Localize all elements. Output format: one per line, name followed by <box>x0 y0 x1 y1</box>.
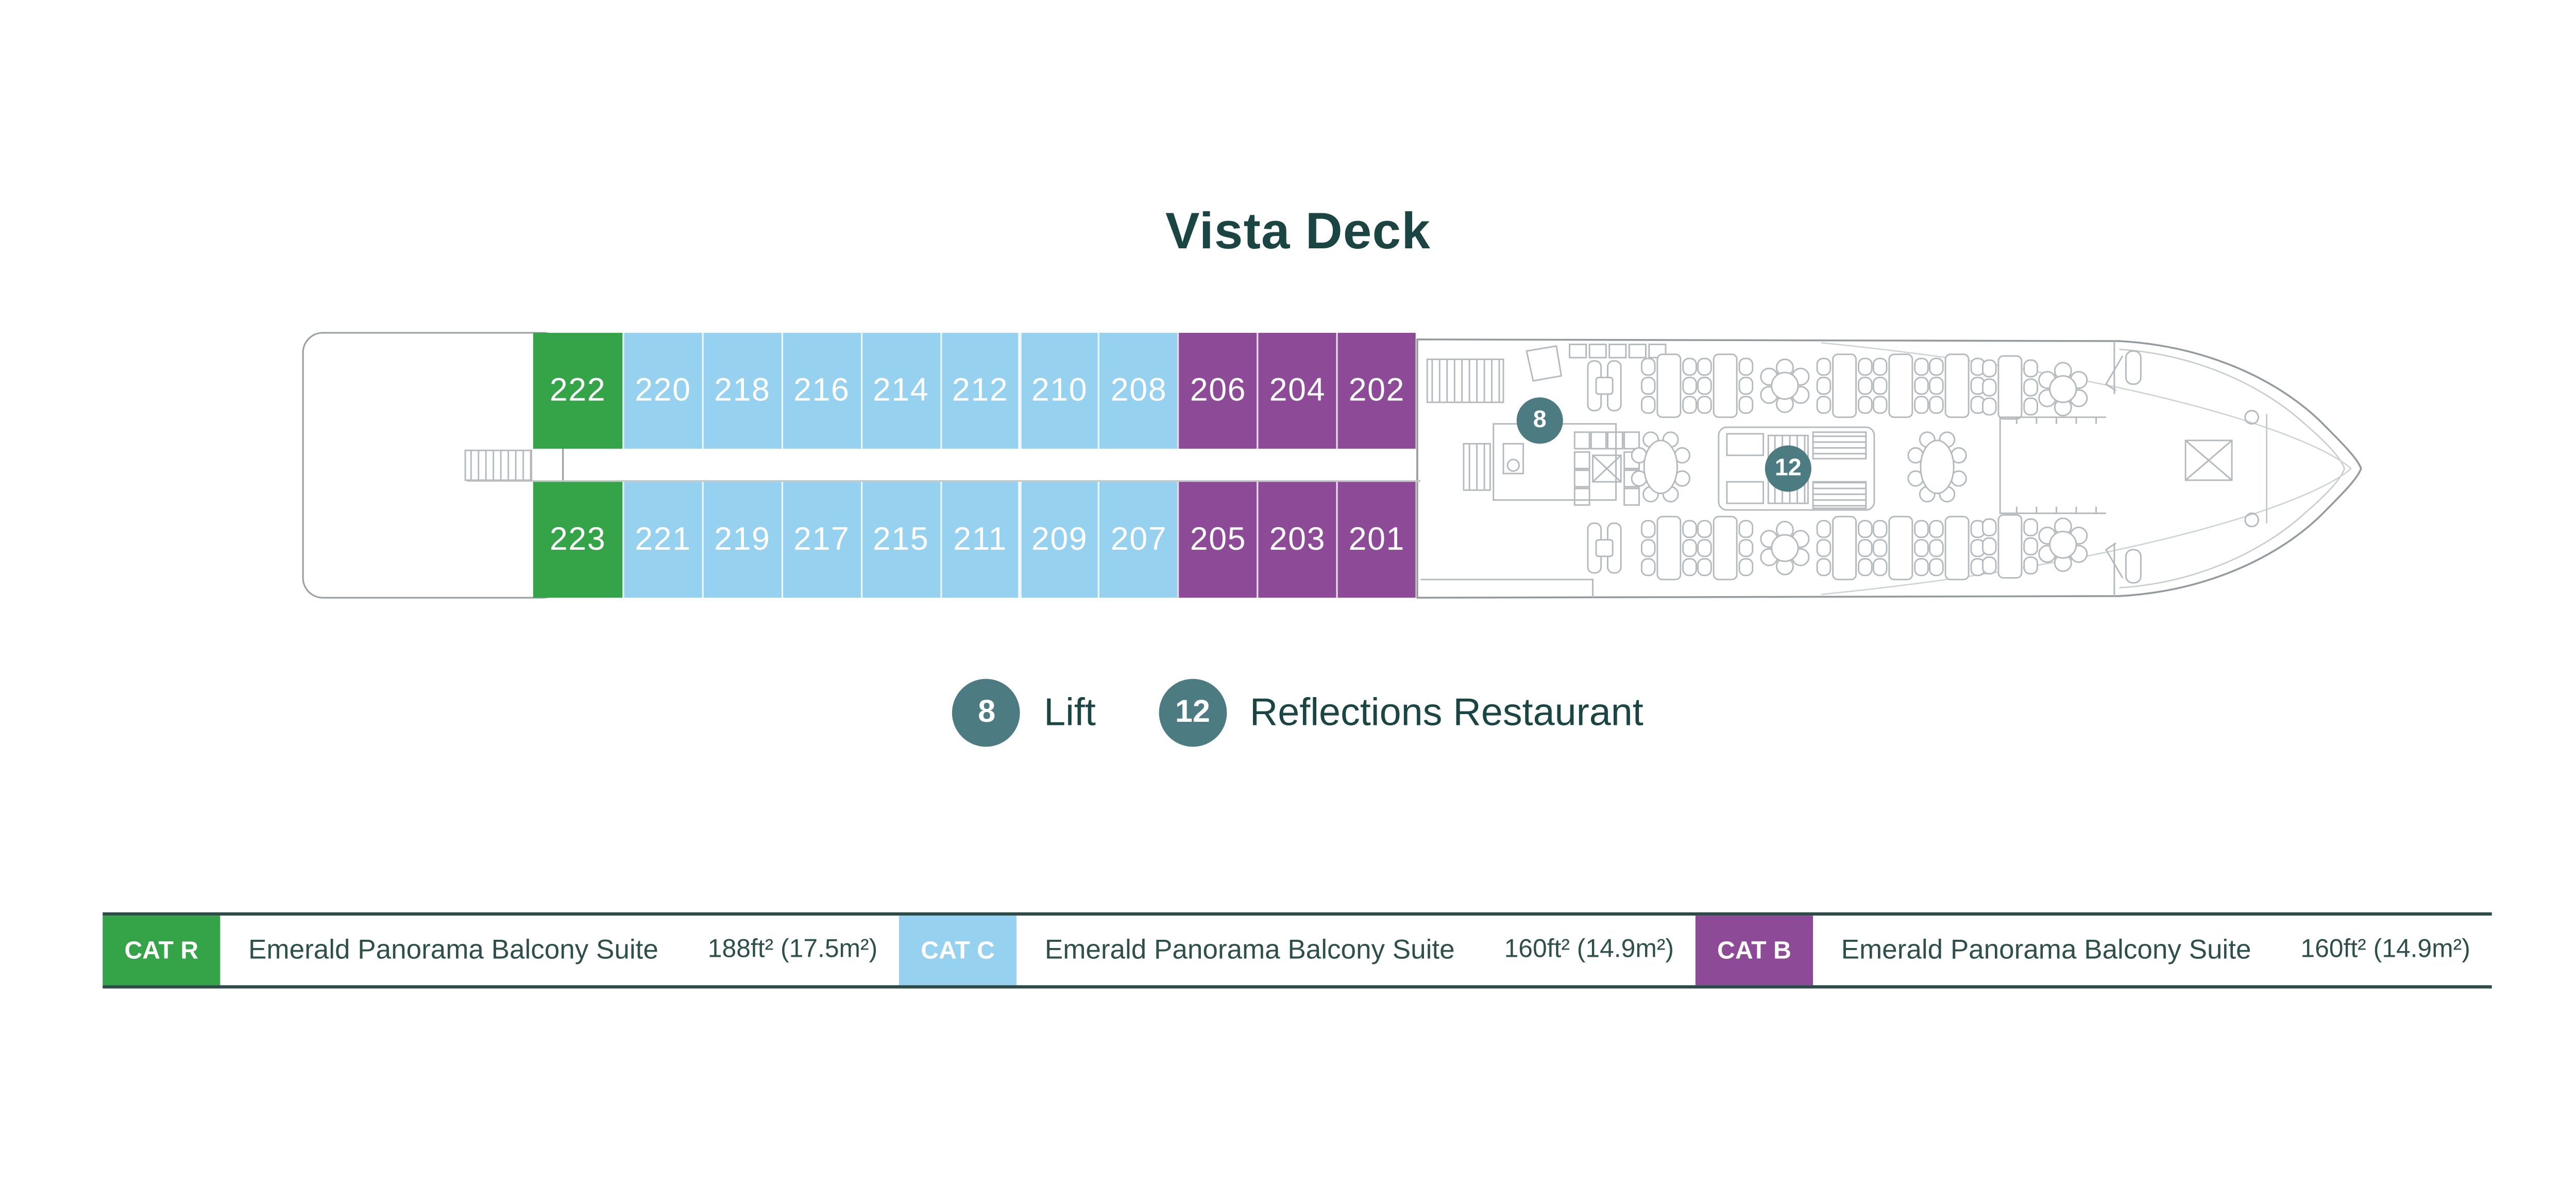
category-table: CAT R Emerald Panorama Balcony Suite 188… <box>103 912 2492 989</box>
cabin-207: 207 <box>1098 482 1178 598</box>
category-row-cat-r: CAT R Emerald Panorama Balcony Suite 188… <box>103 916 900 986</box>
aft-wall <box>1420 579 1594 598</box>
cabin-202: 202 <box>1336 332 1416 449</box>
dining-table-icon <box>1981 355 2038 420</box>
dining-tables-bottom <box>1587 514 2088 581</box>
capstan-icon <box>2244 512 2259 528</box>
dining-table-icon <box>1872 353 1929 418</box>
cabin-203: 203 <box>1257 482 1336 598</box>
legend-item-lift: 8 Lift <box>953 679 1096 747</box>
cabin-221: 221 <box>622 482 702 598</box>
category-name: Emerald Panorama Balcony Suite <box>1841 935 2251 964</box>
deck-marker-12: 12 <box>1765 445 1811 492</box>
restaurant-marker-icon: 12 <box>1158 679 1227 747</box>
cabin-220: 220 <box>622 332 702 449</box>
dining-table-icon <box>1697 516 1754 581</box>
cabin-223: 223 <box>533 482 623 598</box>
dining-table-icon <box>1816 353 1873 418</box>
legend-label: Reflections Restaurant <box>1249 690 1643 734</box>
cabin-208: 208 <box>1098 332 1178 449</box>
dining-table-icon <box>1929 516 1986 581</box>
lift-marker-icon: 8 <box>953 679 1021 747</box>
category-name: Emerald Panorama Balcony Suite <box>1044 935 1455 964</box>
legend-label: Lift <box>1044 690 1096 734</box>
category-cell: Emerald Panorama Balcony Suite 188ft² (1… <box>220 916 900 986</box>
category-badge: CAT C <box>899 916 1017 986</box>
service-desk-icon <box>1526 345 1563 382</box>
category-cell: Emerald Panorama Balcony Suite 160ft² (1… <box>1016 916 1696 986</box>
bow-inner-line <box>2119 348 2345 589</box>
gangway-hatch-icon <box>464 449 533 481</box>
category-name: Emerald Panorama Balcony Suite <box>248 935 658 964</box>
stern-outline <box>302 332 564 599</box>
category-badge: CAT R <box>103 916 221 986</box>
cabin-201: 201 <box>1336 482 1416 598</box>
cabin-206: 206 <box>1177 332 1257 449</box>
category-badge: CAT B <box>1695 916 1814 986</box>
category-area: 160ft² (14.9m²) <box>2300 935 2470 964</box>
wall-ticks <box>2015 417 2097 514</box>
cabin-219: 219 <box>702 482 782 598</box>
anchor-gear-icon <box>2184 439 2233 481</box>
dining-table-icon <box>1929 353 1986 418</box>
davit-icon <box>2105 542 2142 584</box>
dining-table-icon <box>1816 516 1873 581</box>
cabin-214: 214 <box>860 332 940 449</box>
staircase-icon <box>1426 358 1504 403</box>
dining-table-icon <box>1640 516 1697 581</box>
cabin-222: 222 <box>533 332 623 449</box>
legend: 8 Lift 12 Reflections Restaurant <box>0 679 2576 747</box>
cabin-204: 204 <box>1257 332 1336 449</box>
dining-table-icon <box>1697 353 1754 418</box>
staircase-icon <box>1463 443 1491 491</box>
deck-marker-8: 8 <box>1516 397 1563 444</box>
cabin-217: 217 <box>781 482 861 598</box>
cabin-218: 218 <box>702 332 782 449</box>
category-row-cat-c: CAT C Emerald Panorama Balcony Suite 160… <box>899 916 1696 986</box>
legend-item-restaurant: 12 Reflections Restaurant <box>1158 679 1643 747</box>
dining-tables-top <box>1587 353 2088 420</box>
dining-table-icon <box>1872 516 1929 581</box>
dining-table-icon <box>1981 514 2038 579</box>
cabin-212: 212 <box>940 332 1019 449</box>
cabin-215: 215 <box>860 482 940 598</box>
category-area: 188ft² (17.5m²) <box>707 935 878 964</box>
dining-table-icon <box>1640 353 1697 418</box>
capstan-icon <box>2244 410 2259 425</box>
category-row-cat-b: CAT B Emerald Panorama Balcony Suite 160… <box>1695 916 2492 986</box>
cabin-205: 205 <box>1177 482 1257 598</box>
open-floor-outline <box>1999 416 2106 514</box>
category-area: 160ft² (14.9m²) <box>1504 935 1674 964</box>
category-cell: Emerald Panorama Balcony Suite 160ft² (1… <box>1813 916 2492 986</box>
davit-icon <box>2105 350 2142 392</box>
cabin-210: 210 <box>1019 332 1098 449</box>
cabin-209: 209 <box>1019 482 1098 598</box>
cabin-216: 216 <box>781 332 861 449</box>
cabin-211: 211 <box>940 482 1019 598</box>
page-title: Vista Deck <box>1165 202 1431 260</box>
